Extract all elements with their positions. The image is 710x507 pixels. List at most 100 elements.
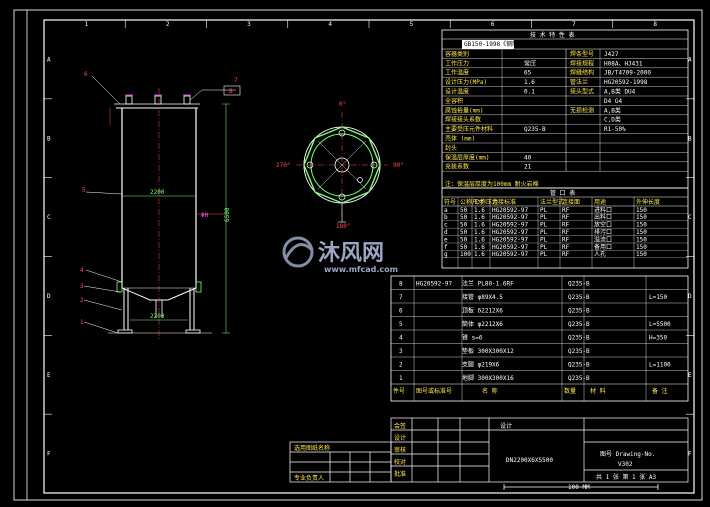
- left-block-lead: 专业负责人: [294, 474, 324, 482]
- tech-right-value-7: C,D类: [604, 116, 621, 124]
- nozzle-cell-0-7: 150: [636, 207, 647, 214]
- dim-base: 2200: [150, 313, 165, 320]
- nozzle-cell-4-7: 150: [636, 236, 647, 243]
- balloon-1: 1: [80, 319, 84, 326]
- nozzle-cell-1-2: 1.6: [474, 214, 485, 221]
- leader-lines: [83, 75, 236, 334]
- nozzle-cell-6-1: 100: [460, 251, 471, 258]
- nozzle-cell-3-3: HG20592-97: [492, 229, 529, 236]
- bom-name-4: 锥 s=6: [462, 334, 483, 342]
- tech-right-name-3: 管法兰: [570, 78, 588, 86]
- tech-right-name-0: 焊条型号: [570, 50, 594, 58]
- nozzle-cell-2-7: 150: [636, 222, 647, 229]
- watermark-brand: 沐风网: [318, 241, 384, 266]
- nozzle-cell-2-5: RF: [562, 222, 570, 229]
- nozzle-cell-6-2: 1.6: [474, 251, 485, 258]
- bom-name-3: 筒体 φ2212X6: [462, 320, 503, 328]
- approval-2: 审核: [394, 446, 406, 454]
- tag-box: [223, 85, 241, 96]
- bom-mat-3: Q235-B: [568, 321, 590, 328]
- nozzle-cell-4-3: HG20592-97: [492, 236, 529, 243]
- approval-0: 会签: [394, 422, 406, 430]
- nozzle-cell-5-7: 150: [636, 244, 647, 251]
- tech-right-value-2: JB/T4709-2000: [604, 70, 651, 77]
- title-sheet: 共 1 张 第 1 张 A3: [596, 473, 657, 481]
- nozzle-cell-1-5: RF: [562, 214, 570, 221]
- tech-left-value-2: 65: [524, 70, 532, 77]
- tech-note: 注：保温层厚度为100mm 耐火岩棉: [445, 180, 539, 188]
- tech-left-name-2: 工作温度: [445, 69, 469, 77]
- tech-left-name-10: 封头: [445, 144, 457, 152]
- bom-mat-2: Q235-B: [568, 308, 590, 315]
- nozzle-cell-5-0: f: [444, 244, 448, 251]
- title-product: DN2200X6X5500: [506, 457, 553, 464]
- nozzle-cell-0-3: HG20592-97: [492, 207, 529, 214]
- tech-right-name-4: 接头型式: [570, 88, 594, 96]
- zone-row-right-F: F: [688, 451, 692, 458]
- tech-right-value-0: J427: [604, 51, 619, 58]
- bom-mat-5: Q235-B: [568, 348, 590, 355]
- balloon-7: 7: [234, 77, 238, 84]
- plan-angle-left: 270°: [276, 162, 290, 169]
- bom-name-5: 垫板 300X300X12: [462, 347, 514, 355]
- nozzle-cell-5-3: HG20592-97: [492, 244, 529, 251]
- bom-no-6: 2: [399, 362, 403, 369]
- tech-right-value-8: R1-50%: [604, 126, 626, 133]
- tech-right-name-6: 无损检测: [570, 106, 594, 114]
- tech-right-value-3: HG20592-1998: [604, 79, 648, 86]
- bom-name-0: 法兰 PL80-1.6RF: [462, 280, 514, 288]
- bom-mat-7: Q235-B: [568, 375, 590, 382]
- zone-row-right-C: C: [688, 214, 692, 221]
- zone-row-C: C: [47, 214, 51, 221]
- bom-note-3: L=5500: [649, 321, 671, 328]
- zone-row-right-E: E: [688, 372, 692, 379]
- zone-row-F: F: [47, 451, 51, 458]
- tech-left-value-12: 21: [524, 164, 532, 171]
- tech-right-value-4: A,B类 DU4: [604, 88, 636, 96]
- balloon-3: 3: [80, 283, 84, 290]
- bom-no-7: 1: [399, 375, 403, 382]
- bom-no-1: 7: [399, 294, 403, 301]
- balloon-4: 4: [80, 267, 84, 274]
- bom-no-4: 4: [399, 335, 403, 342]
- approval-3: 校对: [394, 458, 406, 466]
- scale-label: 100 MM: [568, 484, 590, 491]
- bom-mat-6: Q235-B: [568, 362, 590, 369]
- nozzle-cell-5-5: RF: [562, 244, 570, 251]
- bom-note-6: L=1100: [649, 362, 671, 369]
- nozzle-cell-6-3: HG20592-97: [492, 251, 529, 258]
- nozzle-cell-1-7: 150: [636, 214, 647, 221]
- nozzle-header-7: 外伸长度: [636, 198, 660, 206]
- nozzle-cell-2-4: PL: [540, 222, 548, 229]
- dim-height: 6500: [224, 207, 231, 222]
- nozzle-cell-1-0: b: [444, 214, 448, 221]
- bom-mat-1: Q235-B: [568, 294, 590, 301]
- nozzle-cell-0-5: RF: [562, 207, 570, 214]
- bom-header-2: 名 称: [482, 387, 498, 395]
- nozzle-cell-0-4: PL: [540, 207, 548, 214]
- nozzle-cell-2-0: c: [444, 222, 448, 229]
- zone-col-4: 4: [328, 21, 332, 28]
- zone-col-7: 7: [572, 21, 576, 28]
- zone-col-3: 3: [247, 21, 251, 28]
- title-drawing-no: V302: [618, 461, 633, 468]
- tech-left-name-3: 设计压力(MPa): [445, 78, 487, 86]
- bom-code-0: HG20592-97: [416, 281, 453, 288]
- tech-left-name-1: 工作压力: [445, 59, 469, 67]
- tech-left-value-1: 常压: [524, 59, 536, 67]
- zone-row-B: B: [47, 135, 51, 142]
- nozzle-header-6: 用途: [594, 198, 606, 206]
- title-drawing-no-label: 图号 Drawing-No.: [600, 451, 655, 458]
- scale-bar: [503, 484, 659, 490]
- bom-name-7: 地脚 300X300X16: [462, 374, 514, 382]
- bom-no-5: 3: [399, 348, 403, 355]
- tech-left-name-4: 设计温度: [445, 88, 469, 96]
- tech-left-value-11: 40: [524, 154, 532, 161]
- bom-name-6: 支腿 φ219X6: [462, 361, 500, 369]
- nozzle-cell-4-0: e: [444, 236, 448, 243]
- nozzle-cell-6-4: PL: [540, 251, 548, 258]
- bom-header-1: 图号或标准号: [416, 387, 452, 395]
- nozzle-cell-2-1: 50: [460, 222, 468, 229]
